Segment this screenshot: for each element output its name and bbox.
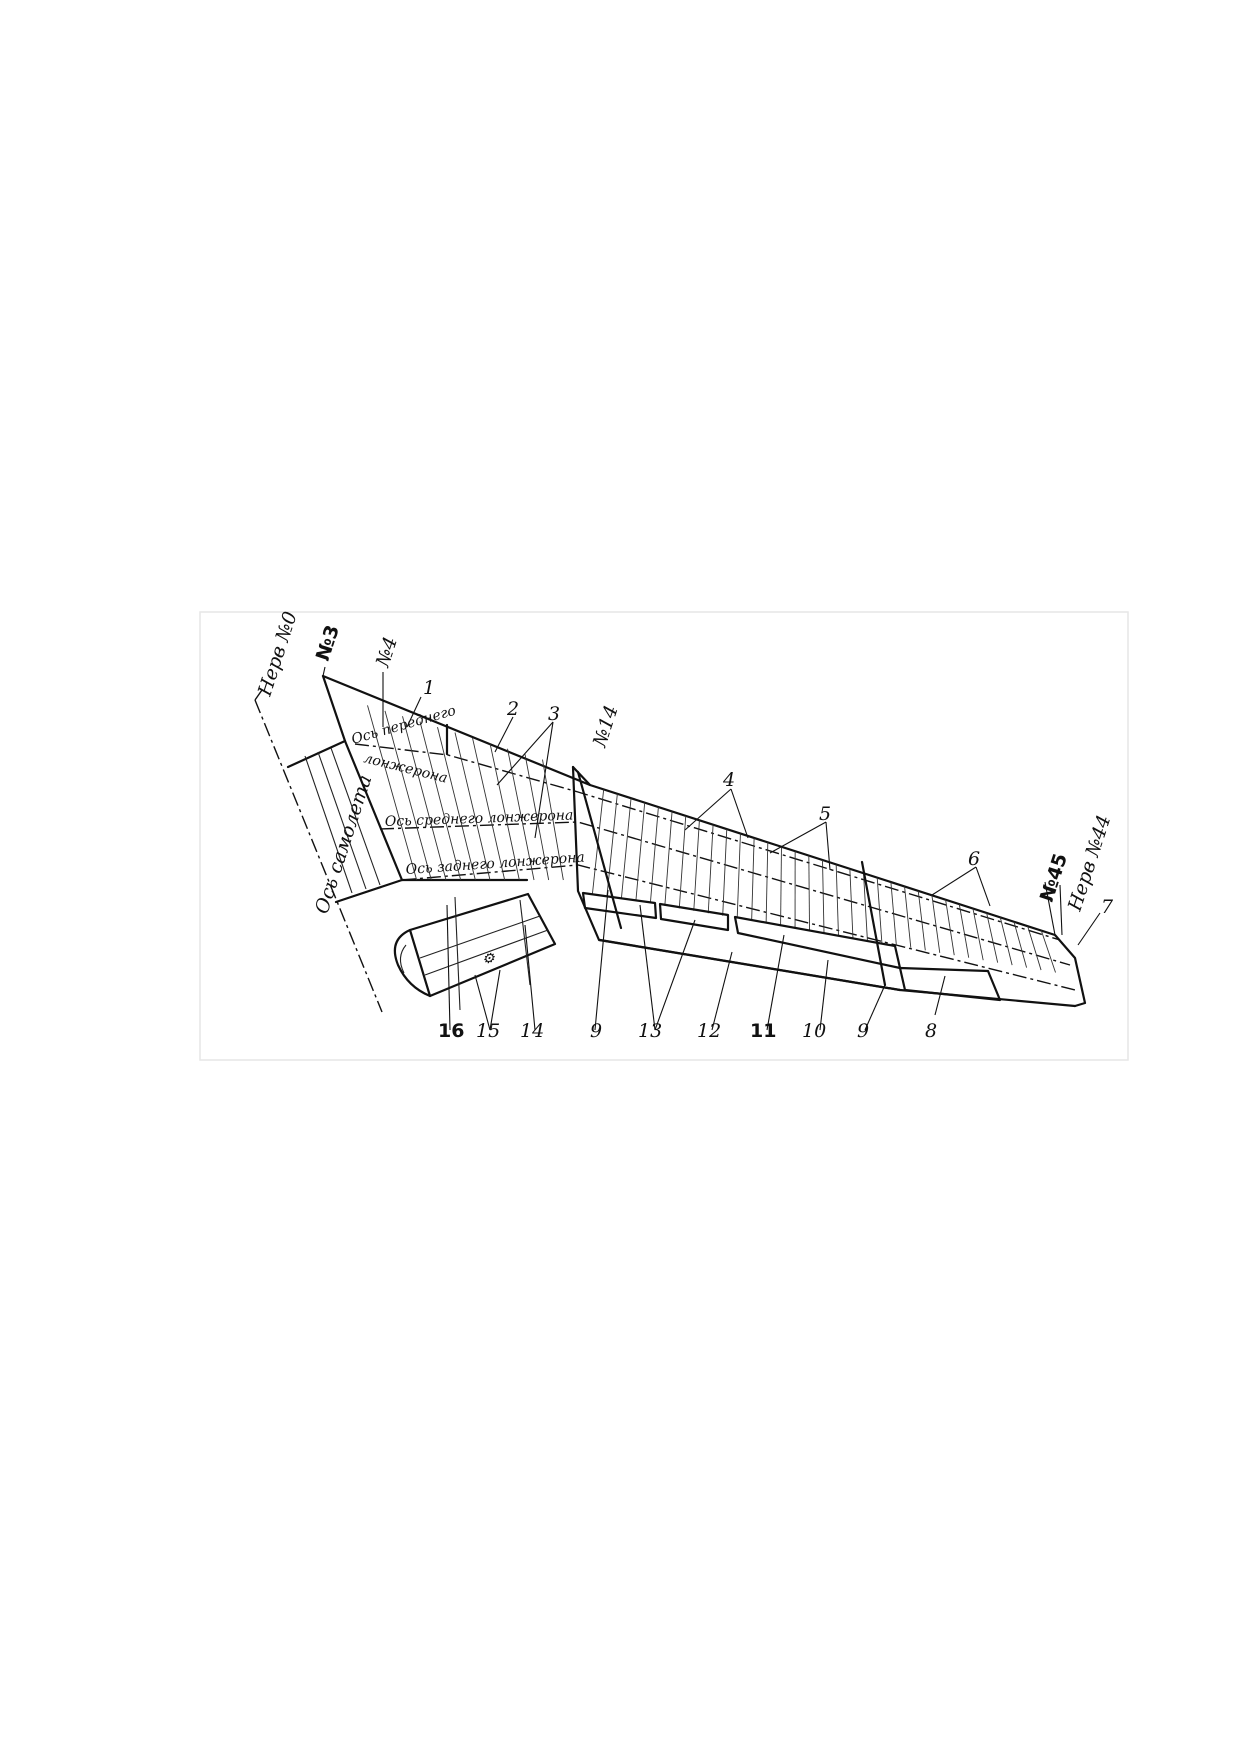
rib-line — [542, 759, 564, 881]
rib-line — [1040, 930, 1056, 973]
callout-16: 16 — [438, 1020, 464, 1042]
landing-gear-fairing: ⚙ — [393, 892, 557, 1011]
callout-14: 14 — [520, 1020, 544, 1042]
gear-door — [408, 892, 557, 998]
callout-10: 10 — [802, 1020, 826, 1042]
rib-line — [606, 793, 618, 896]
rib-line — [384, 710, 432, 881]
callout-3: 3 — [548, 703, 560, 725]
aileron-segment — [898, 966, 1002, 1002]
callout-4: 4 — [722, 769, 735, 791]
callout-11: 11 — [750, 1020, 776, 1042]
rib-line — [835, 864, 839, 936]
rib-line — [999, 917, 1013, 966]
label-fuselage-axis: Ось самолета — [311, 772, 377, 916]
label-rib-3: №3 — [312, 622, 344, 663]
rib-line — [437, 726, 476, 881]
callout-9-right: 9 — [857, 1020, 869, 1042]
rib-line — [635, 802, 646, 901]
callout-6: 6 — [968, 848, 980, 870]
rib-line — [402, 716, 447, 881]
rib-9-left — [576, 770, 623, 930]
spar-axes — [354, 743, 1076, 991]
rib-line — [986, 912, 999, 963]
rib-line — [489, 743, 520, 881]
label-middle-spar: Ось среднего лонжерона — [385, 807, 574, 830]
rib-line — [472, 737, 506, 881]
rib-line — [945, 899, 955, 956]
rib-line — [765, 842, 769, 924]
rib-line — [780, 846, 782, 926]
rib-line — [454, 732, 491, 881]
rib-line — [507, 748, 535, 881]
callout-9-left: 9 — [590, 1020, 602, 1042]
label-rib-4: №4 — [372, 634, 403, 670]
rib-line — [849, 868, 854, 938]
label-rear-spar: Ось заднего лонжерона — [405, 850, 585, 878]
rib-line — [678, 815, 687, 909]
callout-8: 8 — [925, 1020, 937, 1042]
rib-9-right — [860, 860, 887, 987]
rib-line — [972, 908, 984, 961]
rear-spar-axis — [401, 864, 1076, 991]
rib-line — [890, 882, 897, 946]
label-rib-14: №14 — [589, 703, 623, 751]
fuselage-axis-line — [254, 699, 383, 1013]
rib-line — [863, 873, 868, 941]
callout-13: 13 — [638, 1020, 662, 1042]
rib-line — [707, 824, 714, 914]
rib-line — [1027, 926, 1042, 971]
front-spar-axis — [354, 743, 1061, 941]
label-rib-0: Нерв №0 — [254, 609, 302, 700]
callout-15: 15 — [476, 1020, 500, 1042]
trim-tab-mid — [658, 902, 730, 932]
rib-line — [917, 890, 926, 951]
rib-line — [664, 811, 673, 906]
rib-line — [722, 829, 728, 916]
rib-line — [367, 705, 418, 881]
rib-line — [931, 895, 941, 953]
rib-line — [876, 877, 883, 943]
callout-1: 1 — [423, 677, 435, 699]
rib-lines — [367, 705, 1056, 973]
callout-7: 7 — [1101, 896, 1114, 918]
trim-tab-left — [581, 891, 658, 920]
flap-tab-long — [733, 915, 902, 970]
rib-line — [736, 833, 741, 919]
rib-line — [1013, 921, 1028, 968]
rib-line — [649, 807, 659, 904]
callout-2: 2 — [506, 698, 519, 720]
rib-line — [904, 886, 912, 948]
wheel-outline — [393, 928, 432, 998]
rib-line — [693, 820, 700, 911]
rib-line — [620, 798, 632, 899]
callout-5: 5 — [819, 803, 831, 825]
rib-line — [958, 904, 970, 958]
figure-frame — [199, 611, 1129, 1061]
rib-line — [751, 837, 755, 921]
callout-12: 12 — [697, 1020, 721, 1042]
centre-section — [286, 674, 529, 904]
rib-line — [822, 859, 825, 934]
rib-line — [808, 855, 810, 931]
control-surfaces — [581, 891, 1002, 1002]
rib-line — [524, 754, 550, 881]
leader-lines — [322, 666, 1101, 1031]
gear-mark: ⚙ — [482, 951, 495, 967]
rib-line — [419, 721, 462, 881]
